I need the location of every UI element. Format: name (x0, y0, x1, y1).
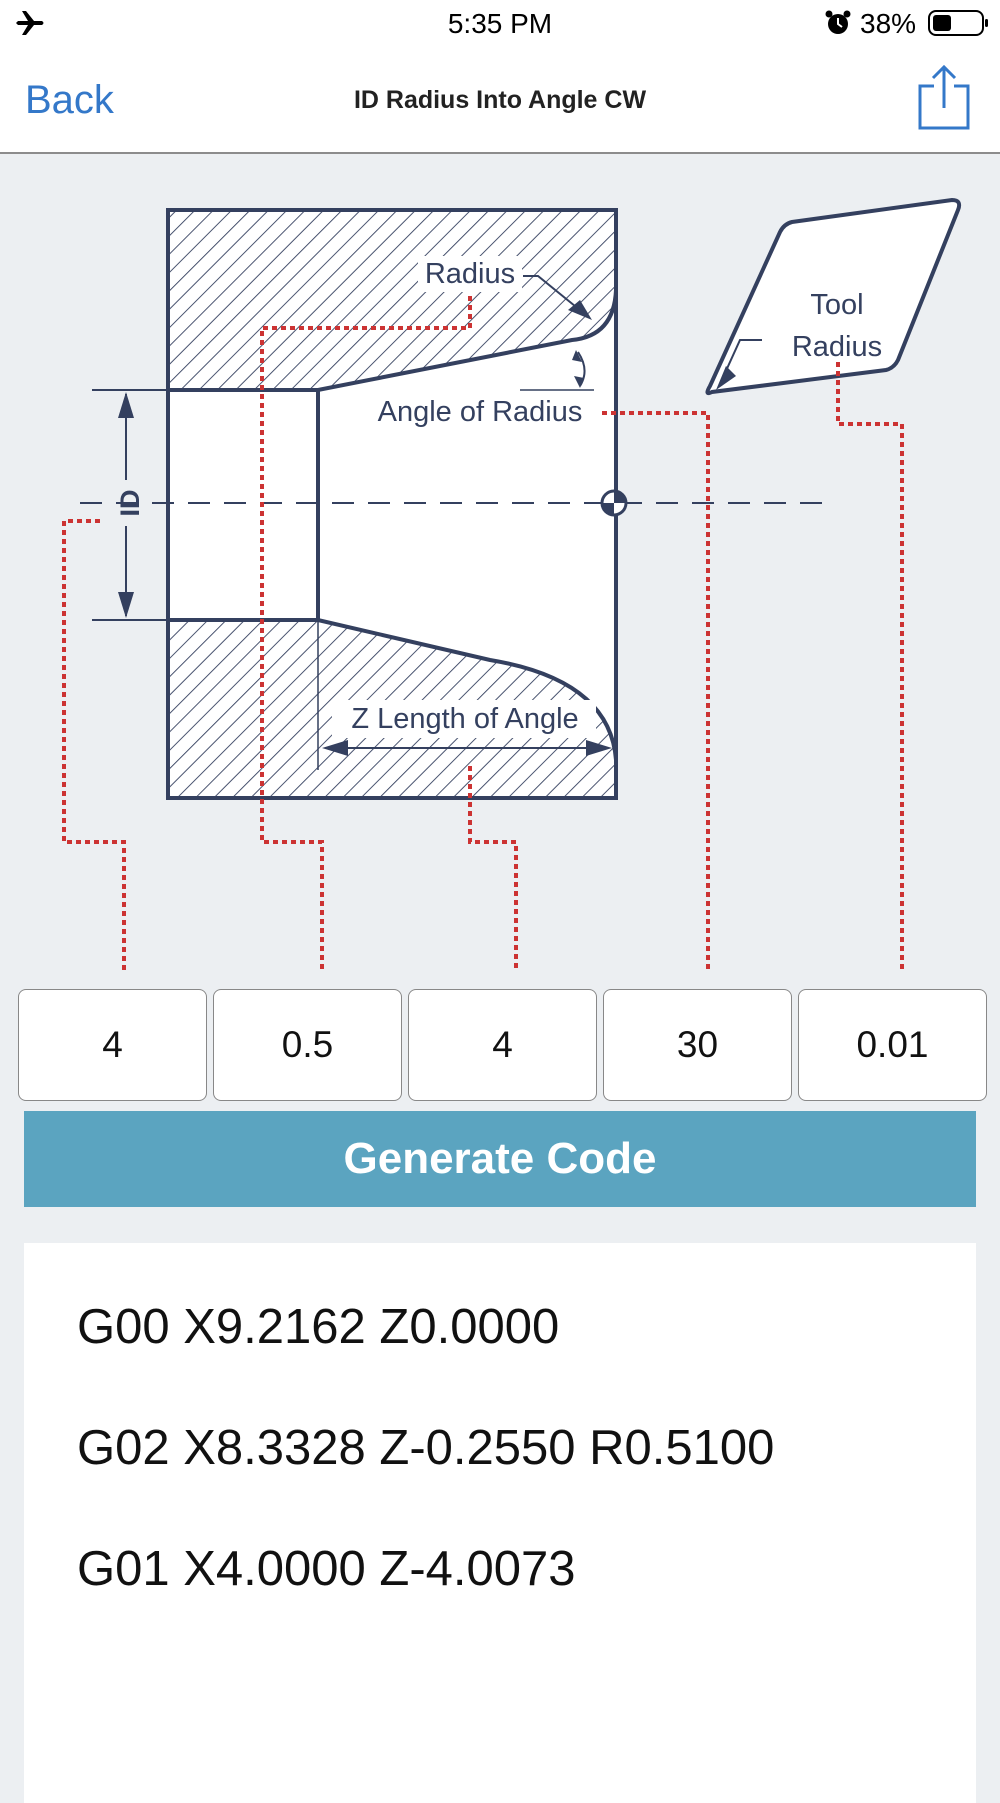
z-length-input[interactable] (408, 989, 597, 1101)
parameter-inputs (18, 989, 988, 1103)
leader-tool-radius (836, 362, 904, 970)
origin-marker-icon (600, 489, 628, 517)
page-title: ID Radius Into Angle CW (353, 86, 647, 114)
leader-z-length (468, 766, 518, 970)
id-label: ID (115, 490, 145, 517)
status-bar: 5:35 PM 38% (0, 0, 1000, 46)
z-length-of-angle-label: Z Length of Angle (351, 703, 578, 735)
angle-of-radius-label: Angle of Radius (378, 396, 583, 428)
share-icon[interactable] (916, 64, 972, 132)
id-input[interactable] (18, 989, 207, 1101)
battery-icon (928, 10, 988, 36)
airplane-mode-icon (16, 11, 44, 35)
tool-radius-label: Radius (792, 331, 882, 363)
leader-id (62, 519, 126, 970)
alarm-icon (825, 10, 851, 34)
battery-percent: 38% (860, 8, 917, 39)
part-top-material (166, 208, 618, 392)
code-output-panel: G00 X9.2162 Z0.0000 G02 X8.3328 Z-0.2550… (24, 1243, 976, 1803)
angle-input[interactable] (603, 989, 792, 1101)
tool-insert (705, 197, 962, 396)
radius-input[interactable] (213, 989, 402, 1101)
generate-code-button[interactable]: Generate Code (24, 1111, 976, 1207)
status-time: 5:35 PM (447, 8, 553, 39)
tool-path-diagram: ID Radius Angle of Radius Z Length of An… (62, 197, 962, 970)
radius-label: Radius (425, 258, 515, 290)
leader-radius (260, 296, 472, 970)
tool-radius-input[interactable] (798, 989, 987, 1101)
code-line: G02 X8.3328 Z-0.2550 R0.5100 (77, 1421, 775, 1475)
leader-angle (602, 411, 710, 970)
tool-label: Tool (810, 289, 863, 321)
code-line: G00 X9.2162 Z0.0000 (77, 1300, 560, 1354)
navigation-bar: Back ID Radius Into Angle CW (0, 46, 1000, 154)
leader-lines (62, 296, 904, 970)
back-button[interactable]: Back (25, 78, 114, 122)
code-line: G01 X4.0000 Z-4.0073 (77, 1542, 576, 1596)
